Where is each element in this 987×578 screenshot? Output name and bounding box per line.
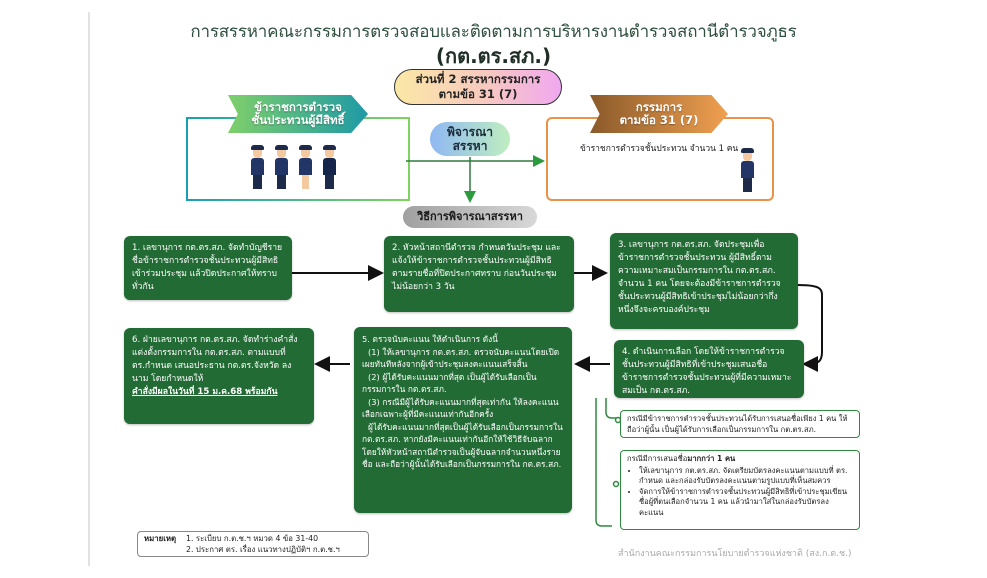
step-6-emphasis: คำสั่งมีผลในวันที่ 15 ม.ค.68 พร้อมกัน: [132, 387, 278, 397]
remark-item: 2. ประกาศ ตร. เรื่อง แนวทางปฏิบัติฯ ก.ต.…: [186, 545, 340, 554]
step-1-box: 1. เลขานุการ กต.ตร.สภ. จัดทำบัญชีรายชื่อ…: [124, 236, 292, 300]
police-officer-icon: [298, 145, 313, 189]
step-3-box: 3. เลขานุการ กต.ตร.สภ. จัดประชุมเพื่อข้า…: [610, 233, 798, 329]
page-subtitle: (กต.ตร.สภ.): [435, 44, 552, 68]
page-title: การสรรหาคณะกรรมการตรวจสอบและติดตามการบริ…: [190, 22, 797, 42]
step-1-text: 1. เลขานุการ กต.ตร.สภ. จัดทำบัญชีรายชื่อ…: [132, 243, 283, 292]
option-multi-head: กรณีมีการเสนอชื่อมากกว่า 1 คน: [627, 454, 853, 465]
consider-line1: พิจารณา: [447, 125, 493, 139]
ribbon-right-line1: กรรมการ: [635, 100, 683, 114]
connector-single: [605, 398, 622, 419]
ribbon-left-line2: ชั้นประทวนผู้มีสิทธิ์: [251, 113, 345, 127]
step-5-item-1: (1) ให้เลขานุการ กต.ตร.สภ. ตรวจนับคะแนนโ…: [362, 346, 560, 370]
option-single-text: กรณีมีข้าราชการตำรวจชั้นประทวนได้รับการเ…: [627, 414, 848, 434]
committee-ribbon: กรรมการ ตามข้อ 31 (7): [590, 95, 728, 133]
step-4-box: 4. ดำเนินการเลือก โดยให้ข้าราชการตำรวจชั…: [614, 340, 804, 398]
police-officer-icon: [250, 145, 265, 189]
option-multi-bullet: จัดการให้ข้าราชการตำรวจชั้นประทวนผู้มีสิ…: [639, 487, 853, 519]
footer-organization: สำนักงานคณะกรรมการนโยบายตำรวจแห่งชาติ (ส…: [618, 549, 852, 559]
page-divider: [88, 12, 90, 566]
connector-multi: [595, 398, 612, 527]
method-heading: วิธีการพิจารณาสรรหา: [403, 206, 537, 228]
section-badge-line1: ส่วนที่ 2 สรรหากรรมการ: [415, 72, 541, 86]
step-2-box: 2. หัวหน้าสถานีตำรวจ กำหนดวันประชุม และแ…: [384, 236, 574, 312]
consider-line2: สรรหา: [452, 139, 488, 153]
step-5-box: 5. ตรวจนับคะแนน ให้ดำเนินการ ดังนี้ (1) …: [354, 327, 572, 513]
remarks-items: 1. ระเบียบ ก.ต.ช.ฯ หมวด 4 ข้อ 31-40 2. ป…: [186, 533, 340, 555]
option-multi-head-bold: มากกว่า 1 คน: [687, 454, 736, 463]
step-3-text: 3. เลขานุการ กต.ตร.สภ. จัดประชุมเพื่อข้า…: [618, 240, 781, 315]
step-5-item-4: ผู้ได้รับคะแนนมากที่สุดเป็นผู้ได้รับเลือ…: [362, 421, 563, 470]
police-officer-icon: [274, 145, 289, 189]
step-2-text: 2. หัวหน้าสถานีตำรวจ กำหนดวันประชุม และแ…: [392, 243, 561, 292]
committee-description: ข้าราชการตำรวจชั้นประทวน จำนวน 1 คน: [580, 144, 739, 154]
option-single-nominee: กรณีมีข้าราชการตำรวจชั้นประทวนได้รับการเ…: [620, 410, 860, 438]
option-multi-head-prefix: กรณีมีการเสนอชื่อ: [627, 454, 688, 463]
eligible-officers-ribbon: ข้าราชการตำรวจ ชั้นประทวนผู้มีสิทธิ์: [228, 95, 368, 133]
arrow-step3-to-4: [797, 284, 824, 372]
step-5-item-2: (2) ผู้ได้รับคะแนนมากที่สุด เป็นผู้ได้รั…: [362, 371, 537, 395]
option-multi-nominee: กรณีมีการเสนอชื่อมากกว่า 1 คน ให้เลขานุก…: [620, 450, 860, 530]
consider-recruit-pill: พิจารณา สรรหา: [430, 122, 510, 156]
ribbon-left-line1: ข้าราชการตำรวจ: [254, 100, 342, 114]
step-5-item-3: (3) กรณีมีผู้ได้รับคะแนนมากที่สุดเท่ากัน…: [362, 396, 559, 420]
remark-item: 1. ระเบียบ ก.ต.ช.ฯ หมวด 4 ข้อ 31-40: [186, 534, 319, 543]
ribbon-right-line2: ตามข้อ 31 (7): [619, 113, 699, 127]
remarks-box: หมายเหตุ 1. ระเบียบ ก.ต.ช.ฯ หมวด 4 ข้อ 3…: [137, 531, 369, 557]
remarks-label: หมายเหตุ: [144, 534, 177, 543]
option-multi-bullet: ให้เลขานุการ กต.ตร.สภ. จัดเตรียมบัตรลงคะ…: [639, 466, 853, 487]
step-6-text: 6. ฝ่ายเลขานุการ กต.ตร.สภ. จัดทำร่างคำสั…: [132, 335, 298, 384]
police-officer-icon: [740, 148, 755, 192]
option-multi-list: ให้เลขานุการ กต.ตร.สภ. จัดเตรียมบัตรลงคะ…: [627, 466, 853, 519]
police-officer-icon: [322, 145, 337, 189]
step-4-text: 4. ดำเนินการเลือก โดยให้ข้าราชการตำรวจชั…: [622, 347, 792, 396]
section-badge-line2: ตามข้อ 31 (7): [438, 87, 518, 101]
step-5-head: 5. ตรวจนับคะแนน ให้ดำเนินการ ดังนี้: [362, 334, 498, 344]
section-badge: ส่วนที่ 2 สรรหากรรมการ ตามข้อ 31 (7): [394, 69, 562, 105]
step-6-box: 6. ฝ่ายเลขานุการ กต.ตร.สภ. จัดทำร่างคำสั…: [124, 328, 314, 424]
